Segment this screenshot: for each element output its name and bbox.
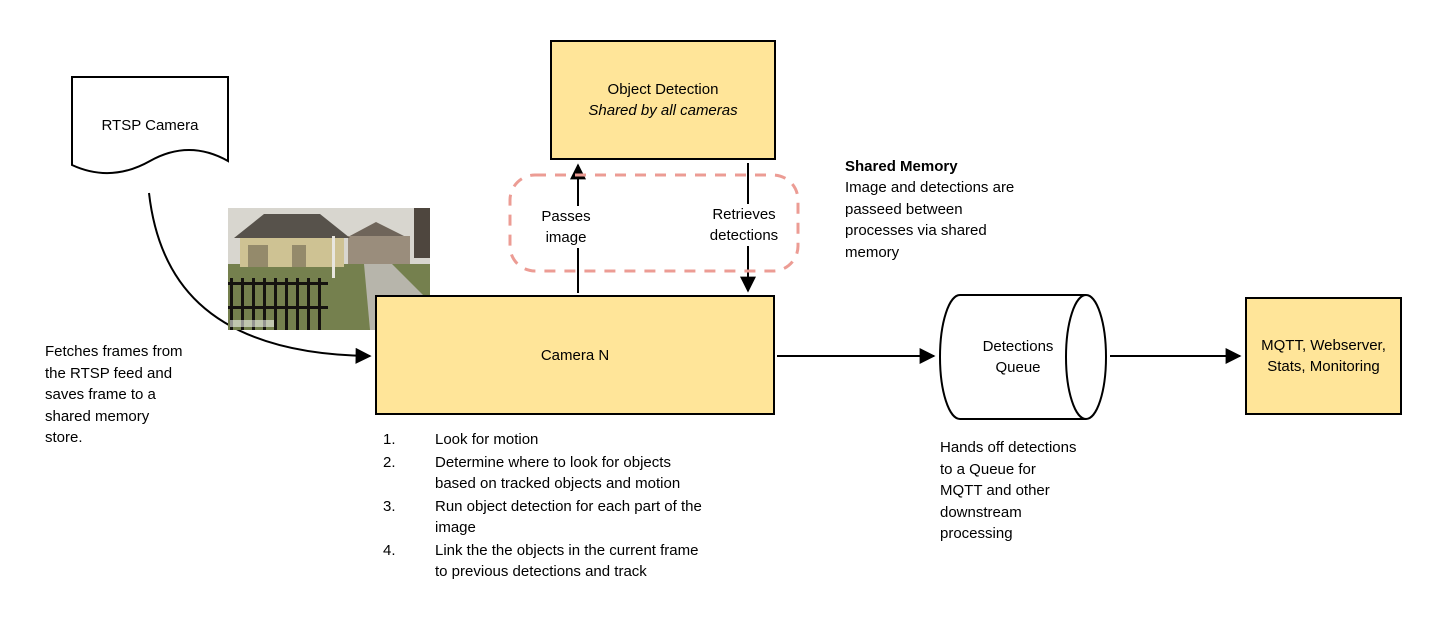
camera-n-label: Camera N <box>540 346 610 364</box>
shared-memory-note-title: Shared Memory <box>845 157 958 175</box>
shared-memory-dashed-region <box>508 173 800 273</box>
object-detection-subtitle: Shared by all cameras <box>588 102 738 119</box>
queue-handoff-note: Hands off detections to a Queue for MQTT… <box>940 439 1077 542</box>
fetch-frames-note: Fetches frames from the RTSP feed and sa… <box>45 343 183 446</box>
mqtt-sink-box: MQTT, Webserver, Stats, Monitoring <box>1245 297 1402 415</box>
rtsp-camera-label: RTSP Camera <box>101 116 199 134</box>
camera-step: Determine where to look for objects base… <box>383 452 681 493</box>
camera-n-box: Camera N <box>375 295 775 415</box>
shared-memory-note: Shared Memory Image and detections are p… <box>845 134 1060 285</box>
camera-step: Link the the objects in the current fram… <box>383 540 699 581</box>
retrieves-detections-label: Retrieves detections <box>698 204 790 246</box>
camera-step: Look for motion <box>383 429 539 450</box>
detections-queue-shape <box>939 294 1107 420</box>
object-detection-title: Object Detection <box>607 81 719 98</box>
rtsp-camera-shape <box>71 76 229 174</box>
shared-memory-note-body: Image and detections are passeed between… <box>845 179 1015 261</box>
passes-image-label: Passes image <box>528 206 604 248</box>
detections-queue-label: Detections Queue <box>982 338 1054 376</box>
camera-step: Run object detection for each part of th… <box>383 496 702 537</box>
mqtt-sink-label: MQTT, Webserver, Stats, Monitoring <box>1261 337 1386 375</box>
object-detection-box: Object Detection Shared by all cameras <box>550 40 776 160</box>
